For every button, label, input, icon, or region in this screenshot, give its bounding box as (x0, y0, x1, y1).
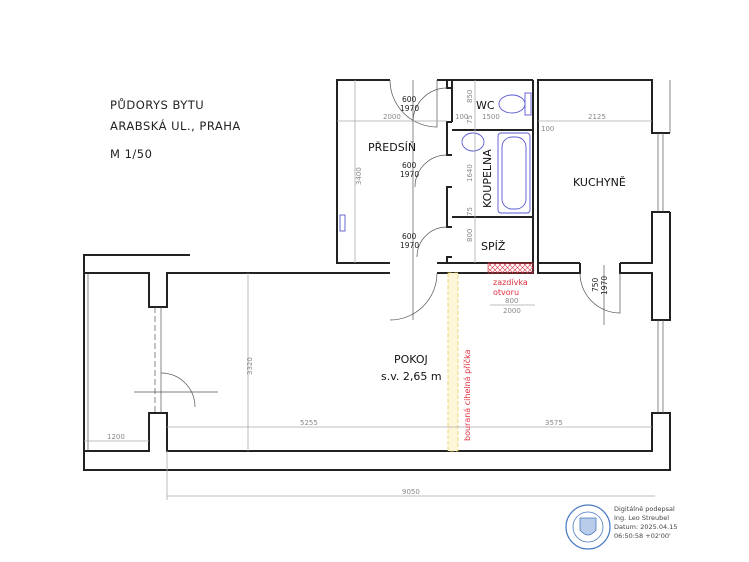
partition-pantry (446, 186, 452, 228)
dim-balcony: 1200 (107, 433, 125, 441)
door-labels: 600 1970 600 1970 600 1970 750 1970 (400, 95, 609, 295)
doors (134, 79, 621, 408)
signature-line: 06:50:58 +02'00' (614, 532, 671, 540)
door-width: 600 (402, 232, 417, 241)
door-width: 600 (402, 161, 417, 170)
title-line1: PŮDORYS BYTU (110, 97, 204, 112)
room-label-living: POKOJ (394, 353, 428, 366)
wc-door-swing (412, 87, 448, 123)
door-height: 1970 (400, 241, 419, 250)
kitchen-wall (537, 79, 670, 264)
hall-wall-left (336, 79, 390, 264)
kitchen-wall-right (620, 211, 670, 264)
dimension-lines (84, 80, 655, 500)
living-wall-top (83, 272, 671, 471)
seal-icon (565, 504, 611, 550)
title-line2: ARABSKÁ UL., PRAHA (110, 118, 241, 133)
room-label-pantry: SPÍŽ (481, 240, 506, 253)
dimension-labels: 2000 3400 850 100 75 1500 1640 75 800 10… (107, 90, 606, 496)
kitchen-door-swing (579, 272, 621, 314)
scale-label: M 1/50 (110, 147, 152, 161)
living-door-swing (389, 272, 438, 321)
room-label-hall: PŘEDSÍŇ (368, 141, 416, 154)
bath-door-swing (414, 154, 448, 188)
dim-wc-depth: 850 (466, 90, 474, 103)
room-label-bathroom: KOUPELNA (481, 149, 494, 208)
bathtub-inner-icon (501, 136, 527, 210)
dim-wc-wall2: 75 (466, 115, 474, 124)
demolished-wall (447, 272, 459, 452)
dim-room-right: 3575 (545, 419, 563, 427)
dim-opening-span: 2000 (503, 307, 521, 315)
entry-door-swing (389, 79, 438, 128)
balcony-door-swing (160, 372, 196, 408)
door-width: 600 (402, 95, 417, 104)
door-height: 1970 (400, 170, 419, 179)
dim-bath-wall: 75 (466, 207, 474, 216)
bricked-opening-label: zazdívka (493, 278, 528, 287)
bricked-opening-label-2: otvoru (493, 288, 519, 297)
toilet-tank-icon (524, 92, 532, 116)
signature-line: Datum: 2025.04.15 (614, 523, 677, 531)
walls (83, 79, 671, 471)
dim-hall-length: 3400 (355, 167, 363, 185)
annotations: zazdívka otvoru bouraná cihelná příčka (462, 278, 528, 441)
dim-bath-depth: 1640 (466, 164, 474, 182)
washbasin-icon (461, 132, 485, 152)
fixtures (339, 92, 534, 452)
kitchen-bottom-right (619, 212, 671, 321)
bricked-opening (487, 262, 534, 274)
room-label-kitchen: KUCHYNĚ (573, 176, 626, 189)
door-height: 1970 (400, 104, 419, 113)
kitchen-bottom (537, 263, 581, 274)
dim-hall-width: 2000 (383, 113, 401, 121)
partition-pantry-b (446, 256, 452, 263)
dim-wc-width: 1500 (482, 113, 500, 121)
toilet-icon (498, 94, 526, 114)
dim-pantry-depth: 800 (466, 229, 474, 242)
balcony-rail (83, 254, 190, 273)
room-labels: PŘEDSÍŇ WC KOUPELNA SPÍŽ KUCHYNĚ POKOJ s… (368, 99, 626, 383)
dim-kitchen-width: 2125 (588, 113, 606, 121)
demolished-wall-label: bouraná cihelná příčka (462, 349, 472, 441)
dim-total: 9050 (402, 488, 420, 496)
signature-line: Ing. Leo Streubel (614, 514, 669, 522)
radiator-icon (339, 214, 346, 232)
room-height-label: s.v. 2,65 m (381, 370, 442, 383)
pantry-door-swing (416, 226, 448, 258)
digital-signature: Digitálně podepsal Ing. Leo Streubel Dat… (565, 504, 677, 550)
dim-kitchen-wall: 100 (541, 125, 554, 133)
door-height: 1970 (600, 276, 609, 295)
partition-bath (446, 121, 452, 156)
door-width: 750 (591, 277, 600, 292)
dim-wc-wall: 100 (455, 113, 468, 121)
bathtub-icon (497, 132, 531, 214)
dim-opening-width: 800 (505, 297, 518, 305)
dim-room-left: 5255 (300, 419, 318, 427)
dim-room-depth: 3320 (246, 357, 254, 375)
room-label-wc: WC (476, 99, 495, 112)
signature-line: Digitálně podepsal (614, 505, 675, 513)
title-block: PŮDORYS BYTU ARABSKÁ UL., PRAHA M 1/50 (110, 97, 241, 161)
